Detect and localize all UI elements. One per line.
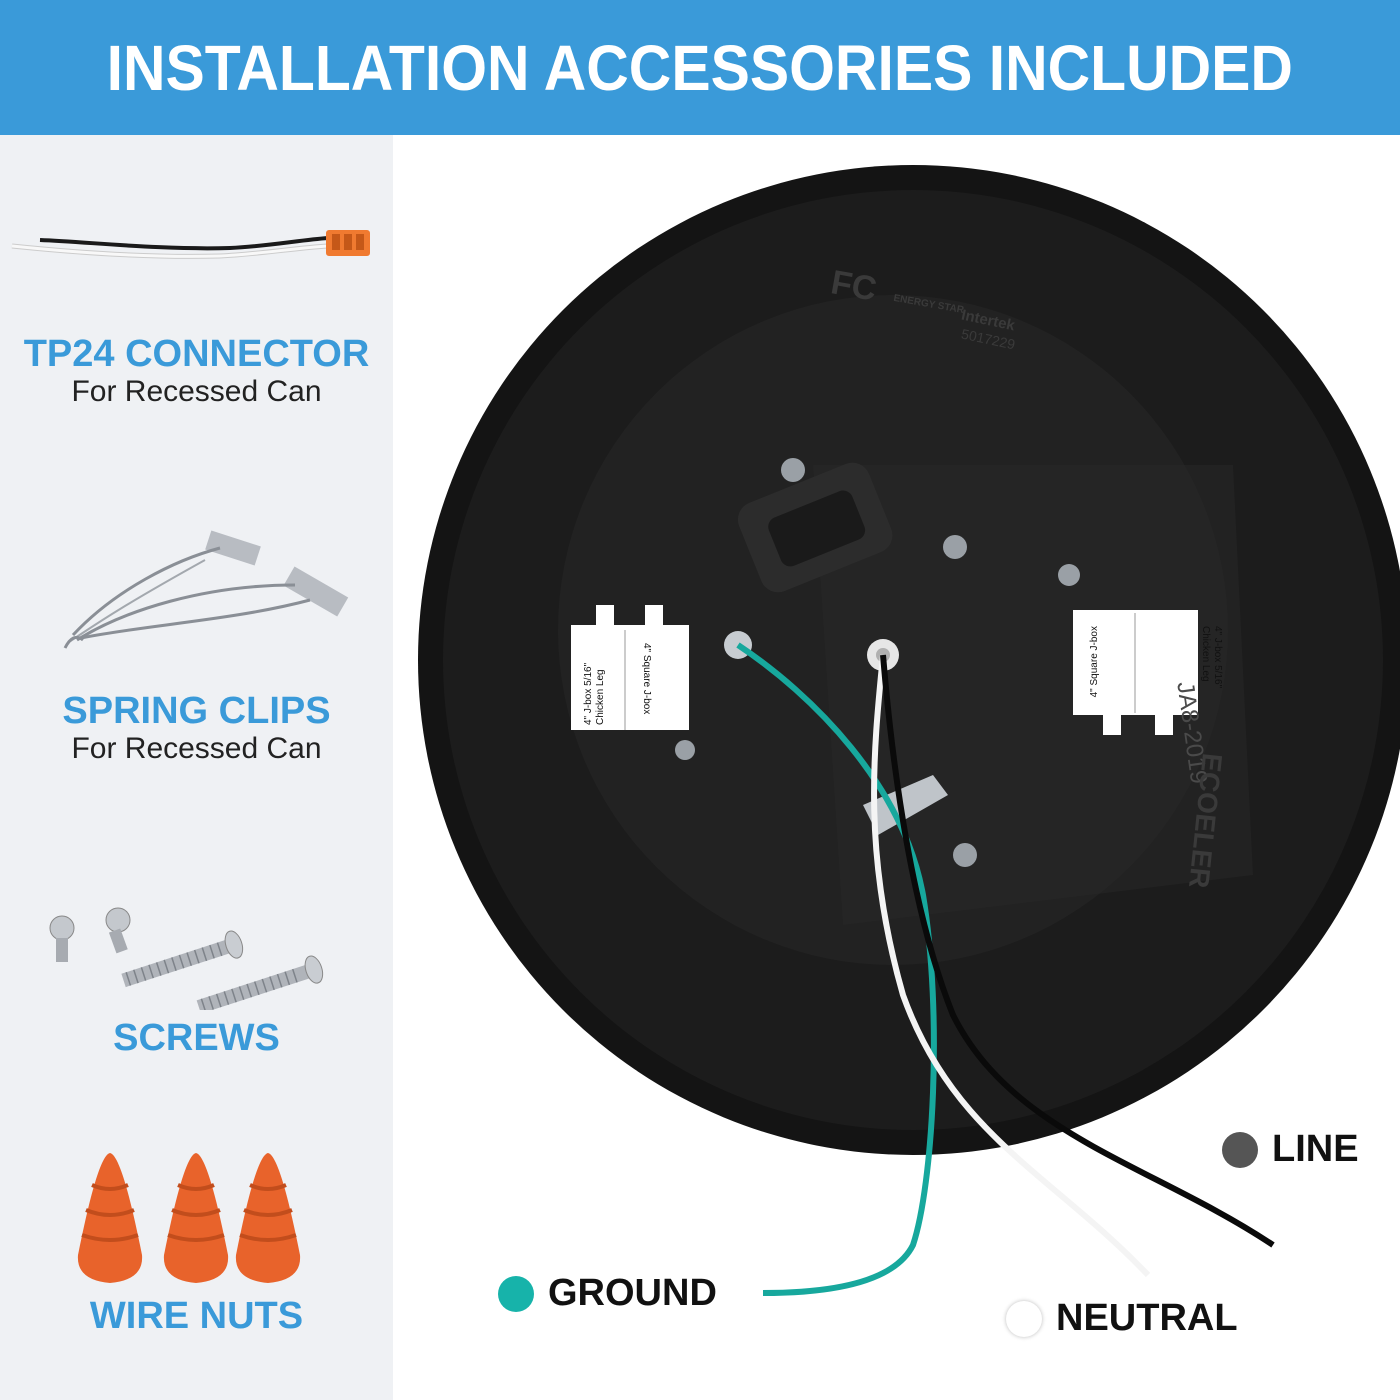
spring-clips-subtitle: For Recessed Can (71, 732, 322, 765)
ground-wire-label: GROUND (498, 1272, 717, 1315)
left-jbox-label: 4" J-box 5/16" Chicken Leg 4" Square J-b… (583, 643, 652, 725)
fcc-mark: FC (828, 263, 880, 309)
line-dot-icon (1222, 1131, 1258, 1168)
wire-nut-icon (77, 1153, 301, 1283)
right-jbox-label: 4" Square J-box 4" J-box 5/16" Chicken L… (1089, 626, 1223, 698)
neutral-dot-icon (1006, 1300, 1042, 1337)
spring-clip-icon (63, 530, 349, 649)
wire-nuts-title: WIRE NUTS (89, 1295, 304, 1337)
ground-dot-icon (498, 1275, 534, 1312)
line-wire-label: LINE (1222, 1128, 1359, 1171)
accessories-sidebar: TP24 CONNECTOR For Recessed Can SPRING C… (0, 135, 393, 1400)
tp24-connector-subtitle: For Recessed Can (71, 375, 322, 408)
neutral-wire-label: NEUTRAL (1006, 1297, 1238, 1340)
tp24-connector-title: TP24 CONNECTOR (23, 333, 370, 375)
screws-title: SCREWS (113, 1017, 280, 1059)
page-title: INSTALLATION ACCESSORIES INCLUDED (106, 31, 1294, 104)
header-banner: INSTALLATION ACCESSORIES INCLUDED (0, 0, 1400, 135)
spring-clips-title: SPRING CLIPS (62, 690, 331, 732)
fixture-backplate-icon (418, 165, 1400, 1296)
screw-icon (49, 907, 324, 1010)
fixture-panel: FC ENERGY STAR Intertek 5017229 JA8-2019… (393, 135, 1400, 1400)
tp24-connector-icon (11, 230, 370, 259)
